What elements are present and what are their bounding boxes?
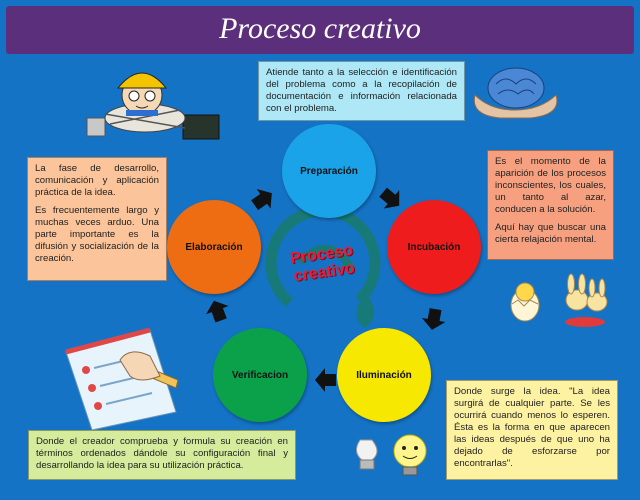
stage-verificacion: Verificacion bbox=[213, 328, 307, 422]
elaboracion-description: La fase de desarrollo, comunicación y ap… bbox=[27, 157, 167, 281]
stage-preparacion-label: Preparación bbox=[300, 165, 358, 177]
stage-iluminacion: Iluminación bbox=[337, 328, 431, 422]
verificacion-text: Donde el creador comprueba y formula su … bbox=[36, 436, 288, 471]
preparacion-description: Atiende tanto a la selección e identific… bbox=[258, 61, 465, 121]
brain-icon bbox=[473, 67, 558, 119]
lightbulb-icon bbox=[356, 434, 427, 476]
verificacion-description: Donde el creador comprueba y formula su … bbox=[28, 430, 296, 480]
elaboracion-text-1: La fase de desarrollo, comunicación y ap… bbox=[35, 163, 159, 198]
stage-elaboracion: Elaboración bbox=[167, 200, 261, 294]
iluminacion-text: Donde surge la idea. "La idea surgirá de… bbox=[454, 386, 610, 469]
incubacion-description: Es el momento de la aparición de los pro… bbox=[487, 150, 614, 260]
stage-incubacion: Incubación bbox=[387, 200, 481, 294]
iluminacion-description: Donde surge la idea. "La idea surgirá de… bbox=[446, 380, 618, 480]
engineer-cartoon-icon bbox=[86, 72, 220, 140]
title-bar: Proceso creativo bbox=[6, 6, 634, 54]
stage-incubacion-label: Incubación bbox=[407, 241, 461, 253]
stage-elaboracion-label: Elaboración bbox=[185, 241, 243, 253]
checklist-icon bbox=[65, 327, 179, 431]
stage-verificacion-label: Verificacion bbox=[231, 369, 289, 381]
bunnies-icon bbox=[510, 273, 608, 327]
stage-preparacion: Preparación bbox=[282, 124, 376, 218]
elaboracion-text-2: Es frecuentemente largo y muchas veces a… bbox=[35, 205, 159, 264]
preparacion-text: Atiende tanto a la selección e identific… bbox=[266, 67, 457, 114]
incubacion-text-2: Aquí hay que buscar una cierta relajació… bbox=[495, 222, 606, 245]
stage-iluminacion-label: Iluminación bbox=[356, 369, 412, 381]
page-title: Proceso creativo bbox=[219, 12, 421, 45]
incubacion-text-1: Es el momento de la aparición de los pro… bbox=[495, 156, 606, 215]
